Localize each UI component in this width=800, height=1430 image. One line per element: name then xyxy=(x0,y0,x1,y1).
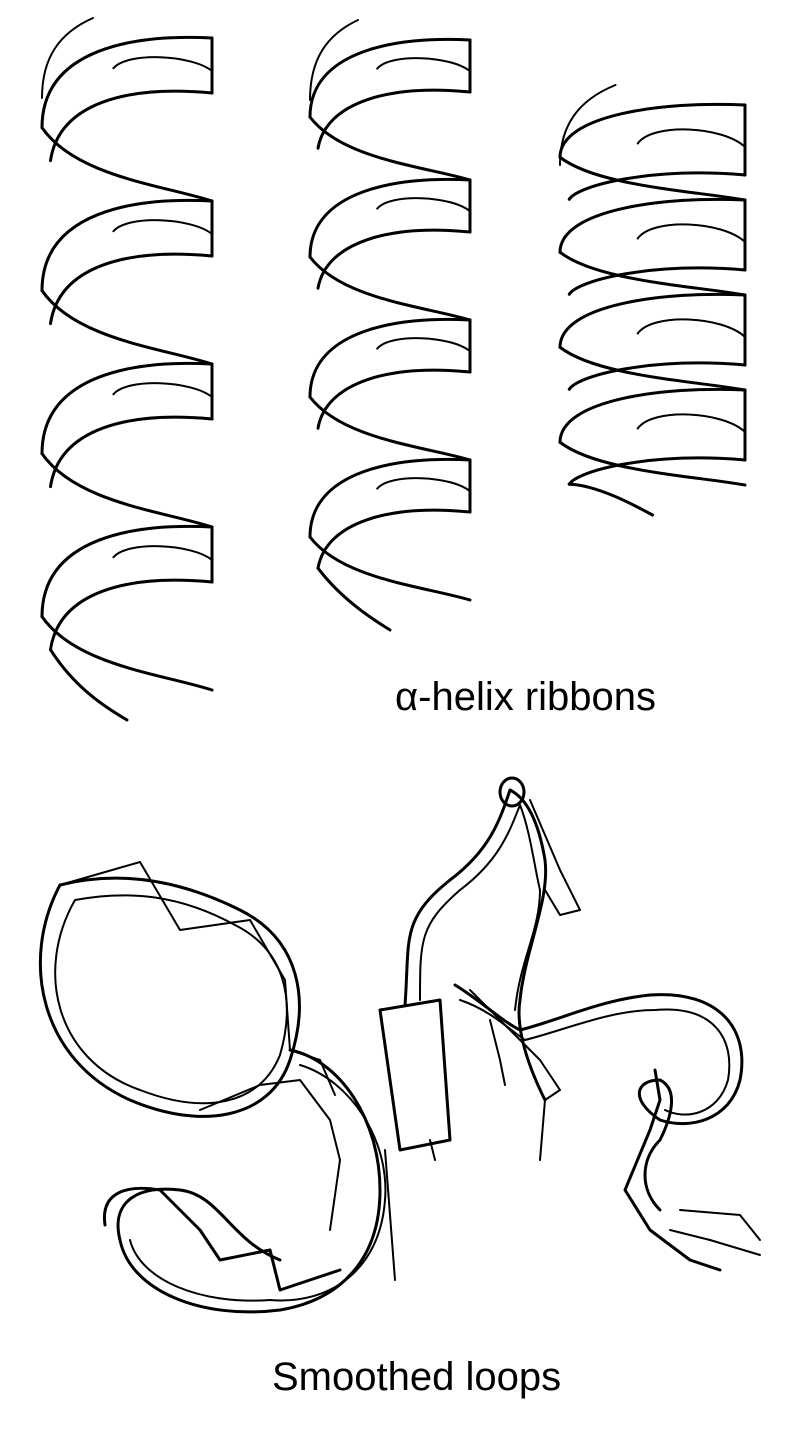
helix-ribbon-edge xyxy=(558,345,747,392)
helix-ribbon-edge xyxy=(376,337,471,353)
helix-ribbon-edge xyxy=(308,255,472,322)
helix-ribbon-edge xyxy=(558,292,747,349)
helix-ribbon-edge xyxy=(558,250,747,297)
helix-ribbon-edge xyxy=(308,395,472,462)
helix-ribbon-edge xyxy=(41,17,94,99)
helix-ribbon-edge xyxy=(376,197,471,213)
helix-ribbon-edge xyxy=(40,126,214,203)
helix-ribbon-edge xyxy=(567,456,747,486)
helix-ribbon-edge xyxy=(316,368,472,430)
helix-ribbon-edge xyxy=(636,318,746,338)
helix-ribbon-edge xyxy=(558,102,747,159)
helix-ribbon-edge xyxy=(308,317,472,399)
loop-strand xyxy=(39,876,301,1118)
loop-strand xyxy=(419,804,541,1011)
helix-ribbon-edge xyxy=(567,171,747,201)
helix-ribbon-edge xyxy=(558,155,747,202)
helix-ribbon-edge xyxy=(559,84,617,166)
loop-strand xyxy=(453,983,744,1212)
helix-ribbon-edge xyxy=(40,35,214,130)
loop-strand xyxy=(384,1139,436,1281)
helix-ribbon-edge xyxy=(49,578,214,652)
helix-ribbon-edge xyxy=(40,289,214,366)
loop-strand xyxy=(54,894,288,1105)
helix-ribbon-edge xyxy=(316,566,392,632)
helix-ribbon-edge xyxy=(567,361,747,391)
helix-ribbon-edge xyxy=(112,545,213,561)
helix-ribbon-edge xyxy=(49,252,214,326)
helix-ribbons-label: α-helix ribbons xyxy=(395,675,657,719)
helix-ribbon-edge xyxy=(636,128,746,148)
helix-ribbon-edge xyxy=(308,115,472,182)
helix-ribbon-edge xyxy=(112,219,213,235)
helix-ribbon-edge xyxy=(308,177,472,259)
helix-ribbon-edge xyxy=(40,361,214,456)
helix-ribbon-edge xyxy=(40,452,214,529)
helix-ribbon-edge xyxy=(376,477,471,493)
helix-ribbon-edge xyxy=(40,198,214,293)
helix-ribbon-edge xyxy=(40,524,214,619)
helix-ribbon-edge xyxy=(567,266,747,296)
helix-ribbon-edge xyxy=(49,89,214,163)
helix-ribbon-edge xyxy=(308,37,472,119)
loop-strand xyxy=(669,1209,761,1256)
helix-ribbon-edge xyxy=(112,382,213,398)
helix-ribbon-edge xyxy=(636,223,746,243)
loop-strand xyxy=(378,998,452,1152)
helix-ribbon-edge xyxy=(316,228,472,290)
helix-ribbon-edge xyxy=(49,415,214,489)
loop-strand xyxy=(469,989,561,1161)
loop-strand xyxy=(199,1079,341,1231)
helix-ribbon-edge xyxy=(636,413,746,433)
helix-ribbons-group xyxy=(40,17,747,722)
helix-ribbon-edge xyxy=(567,482,654,517)
loop-strand xyxy=(459,999,731,1116)
loop-strand xyxy=(529,799,581,916)
smoothed-loops-label: Smoothed loops xyxy=(272,1355,562,1399)
loop-strand xyxy=(103,1186,342,1292)
loop-strand xyxy=(498,776,526,808)
helix-ribbon-edge xyxy=(558,440,747,487)
helix-ribbon-edge xyxy=(558,197,747,254)
helix-ribbon-edge xyxy=(49,648,129,722)
helix-ribbon-edge xyxy=(308,457,472,539)
helix-ribbon-edge xyxy=(309,19,359,101)
helix-ribbon-edge xyxy=(558,387,747,444)
smoothed-loops-group xyxy=(39,776,761,1314)
helix-ribbon-edge xyxy=(112,56,213,72)
helix-ribbon-edge xyxy=(308,535,472,602)
loop-strand xyxy=(623,1068,722,1272)
helix-ribbon-edge xyxy=(40,615,214,692)
helix-ribbon-edge xyxy=(376,57,471,73)
helix-ribbon-edge xyxy=(316,88,472,150)
loop-strand xyxy=(403,788,548,1102)
helix-ribbon-edge xyxy=(316,508,472,570)
loop-strand xyxy=(116,1048,382,1314)
loop-strand xyxy=(129,1064,387,1302)
